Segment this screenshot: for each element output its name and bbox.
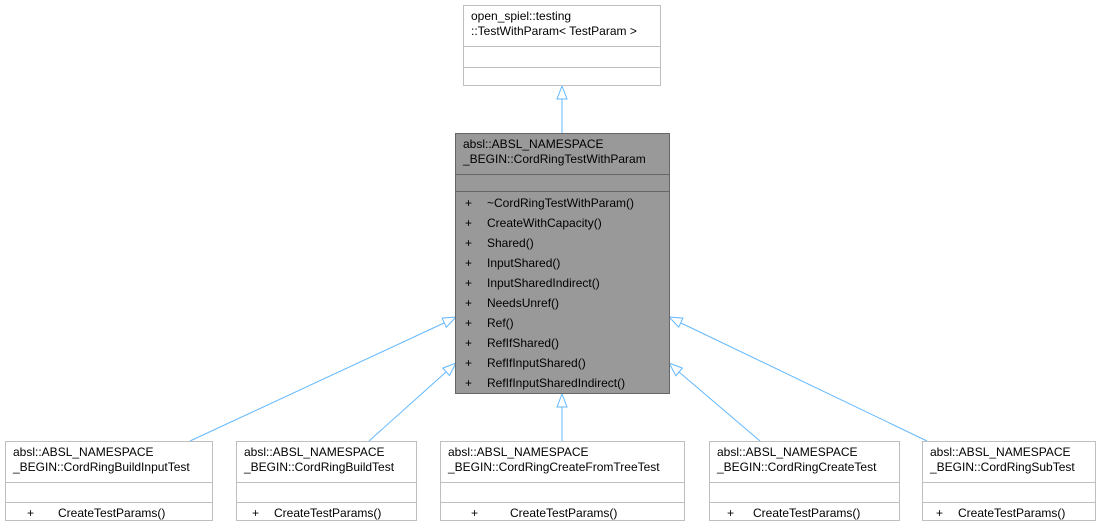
method-name: Shared() xyxy=(487,236,534,250)
class-name: absl::ABSL_NAMESPACE _BEGIN::CordRingBui… xyxy=(237,442,416,482)
methods-section xyxy=(464,67,660,88)
method-name: CreateWithCapacity() xyxy=(487,216,602,230)
method-name: CreateTestParams() xyxy=(58,506,166,520)
derived-class-node-build-input[interactable]: absl::ABSL_NAMESPACE _BEGIN::CordRingBui… xyxy=(5,441,213,521)
class-name-line: _BEGIN::CordRingSubTest xyxy=(930,460,1075,474)
method-row: + ~CordRingTestWithParam() xyxy=(456,193,669,213)
class-name: open_spiel::testing ::TestWithParam< Tes… xyxy=(464,6,660,46)
method-row: + NeedsUnref() xyxy=(456,293,669,313)
visibility-marker: + xyxy=(27,506,35,520)
class-name: absl::ABSL_NAMESPACE _BEGIN::CordRingCre… xyxy=(441,442,684,482)
class-name-line: _BEGIN::CordRingCreateFromTreeTest xyxy=(448,460,660,474)
visibility-marker: + xyxy=(465,336,473,350)
method-row: + RefIfInputSharedIndirect() xyxy=(456,373,669,393)
class-name-line: absl::ABSL_NAMESPACE xyxy=(448,445,589,459)
method-name: RefIfInputShared() xyxy=(487,356,586,370)
method-row: + InputShared() xyxy=(456,253,669,273)
method-name: CreateTestParams() xyxy=(274,506,382,520)
class-name-line: absl::ABSL_NAMESPACE xyxy=(463,137,604,151)
visibility-marker: + xyxy=(465,316,473,330)
methods-section: + CreateTestParams() xyxy=(441,502,684,523)
attributes-section xyxy=(441,482,684,502)
method-name: NeedsUnref() xyxy=(487,296,560,310)
edge-derived-sub-to-focus xyxy=(667,316,928,442)
methods-section: + ~CordRingTestWithParam() + CreateWithCap… xyxy=(456,191,669,393)
class-name-line: _BEGIN::CordRingBuildTest xyxy=(244,460,395,474)
class-name-line: open_spiel::testing xyxy=(471,9,572,23)
derived-class-node-create-from-tree[interactable]: absl::ABSL_NAMESPACE _BEGIN::CordRingCre… xyxy=(440,441,685,521)
class-name-line: _BEGIN::CordRingBuildInputTest xyxy=(13,460,190,474)
class-name-line: _BEGIN::CordRingCreateTest xyxy=(717,460,877,474)
method-name: InputShared() xyxy=(487,256,561,270)
method-row: + CreateTestParams() xyxy=(6,503,212,523)
visibility-marker: + xyxy=(465,236,473,250)
visibility-marker: + xyxy=(727,506,735,520)
attributes-section xyxy=(710,482,899,502)
edge-derived-create-to-focus xyxy=(667,362,761,442)
focus-class-node[interactable]: absl::ABSL_NAMESPACE _BEGIN::CordRingTes… xyxy=(455,133,670,394)
class-name: absl::ABSL_NAMESPACE _BEGIN::CordRingBui… xyxy=(6,442,212,482)
method-row: + RefIfShared() xyxy=(456,333,669,353)
method-row: + CreateTestParams() xyxy=(237,503,416,523)
method-row: + InputSharedIndirect() xyxy=(456,273,669,293)
method-row: + RefIfInputShared() xyxy=(456,353,669,373)
attributes-section xyxy=(6,482,212,502)
visibility-marker: + xyxy=(471,506,479,520)
method-name: RefIfInputSharedIndirect() xyxy=(487,376,626,390)
visibility-marker: + xyxy=(465,356,473,370)
derived-class-node-create[interactable]: absl::ABSL_NAMESPACE _BEGIN::CordRingCre… xyxy=(709,441,900,521)
visibility-marker: + xyxy=(465,216,473,230)
class-name-line: ::TestWithParam< TestParam > xyxy=(471,24,637,38)
methods-section: + CreateTestParams() xyxy=(923,502,1095,523)
base-class-node[interactable]: open_spiel::testing ::TestWithParam< Tes… xyxy=(463,5,661,86)
class-name-line: absl::ABSL_NAMESPACE xyxy=(13,445,154,459)
class-name-line: absl::ABSL_NAMESPACE xyxy=(244,445,385,459)
visibility-marker: + xyxy=(465,276,473,290)
class-name-line: _BEGIN::CordRingTestWithParam xyxy=(463,152,646,166)
visibility-marker: + xyxy=(252,506,260,520)
class-name-line: absl::ABSL_NAMESPACE xyxy=(930,445,1071,459)
derived-class-node-sub[interactable]: absl::ABSL_NAMESPACE _BEGIN::CordRingSub… xyxy=(922,441,1096,521)
visibility-marker: + xyxy=(936,506,944,520)
visibility-marker: + xyxy=(465,256,473,270)
method-name: CreateTestParams() xyxy=(753,506,861,520)
method-row: + CreateTestParams() xyxy=(441,503,684,523)
method-name: CreateTestParams() xyxy=(958,506,1066,520)
class-name: absl::ABSL_NAMESPACE _BEGIN::CordRingTes… xyxy=(456,134,669,174)
visibility-marker: + xyxy=(465,196,473,210)
class-name: absl::ABSL_NAMESPACE _BEGIN::CordRingSub… xyxy=(923,442,1095,482)
method-name: InputSharedIndirect() xyxy=(487,276,600,290)
attributes-section xyxy=(456,174,669,191)
attributes-section xyxy=(464,46,660,67)
method-name: ~CordRingTestWithParam() xyxy=(487,196,635,210)
methods-section: + CreateTestParams() xyxy=(6,502,212,523)
method-name: CreateTestParams() xyxy=(510,506,618,520)
method-name: Ref() xyxy=(487,316,514,330)
method-name: RefIfShared() xyxy=(487,336,560,350)
edge-derived-build-input-to-focus xyxy=(189,316,458,442)
methods-section: + CreateTestParams() xyxy=(237,502,416,523)
edge-derived-build-to-focus xyxy=(368,362,458,442)
class-name-line: absl::ABSL_NAMESPACE xyxy=(717,445,858,459)
derived-class-node-build[interactable]: absl::ABSL_NAMESPACE _BEGIN::CordRingBui… xyxy=(236,441,417,521)
visibility-marker: + xyxy=(465,376,473,390)
edge-focus-to-base xyxy=(556,84,568,133)
class-name: absl::ABSL_NAMESPACE _BEGIN::CordRingCre… xyxy=(710,442,899,482)
method-row: + Shared() xyxy=(456,233,669,253)
method-row: + CreateWithCapacity() xyxy=(456,213,669,233)
visibility-marker: + xyxy=(465,296,473,310)
method-row: + CreateTestParams() xyxy=(923,503,1095,523)
attributes-section xyxy=(923,482,1095,502)
attributes-section xyxy=(237,482,416,502)
methods-section: + CreateTestParams() xyxy=(710,502,899,523)
edge-derived-create-from-tree-to-focus xyxy=(556,392,568,441)
method-row: + CreateTestParams() xyxy=(710,503,899,523)
method-row: + Ref() xyxy=(456,313,669,333)
